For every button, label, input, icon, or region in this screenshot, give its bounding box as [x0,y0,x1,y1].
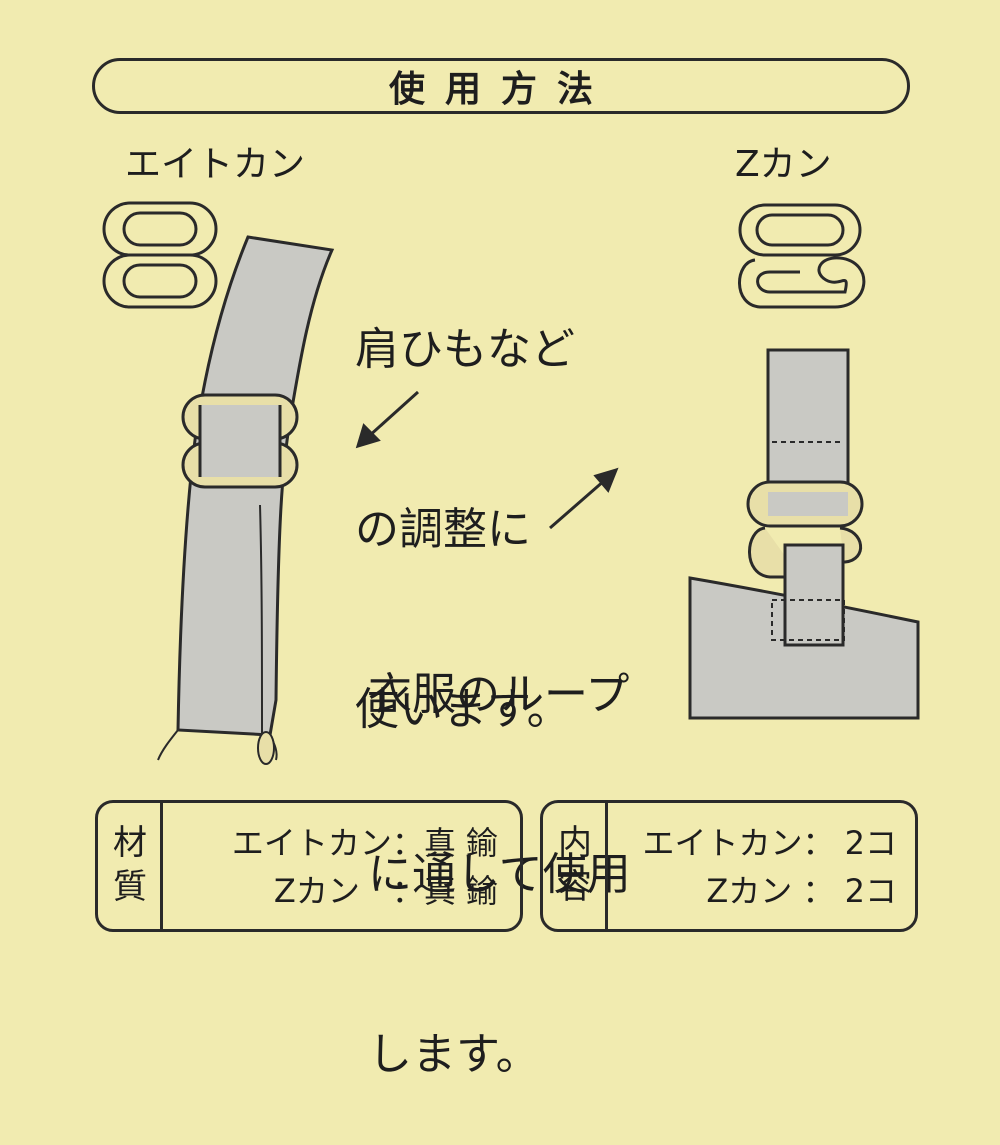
arrow-to-left-strap [355,390,420,449]
note-loop-line: します。 [368,1029,540,1080]
eight-ring-on-strap [181,393,299,489]
note-adjust-line: 使います。 [355,684,571,735]
note-adjust-line: 肩ひもなど [355,324,575,375]
z-ring-icon [738,203,866,309]
contents-box: 内 容 エイトカン： 2コ Zカン ： 2コ [540,800,918,932]
z-ring-label: Zカン [735,144,832,185]
usage-title: 使用方法 [388,69,613,110]
contents-title-char: 容 [558,867,592,907]
material-title: 材 質 [108,821,152,909]
contents-title-char: 内 [558,823,592,863]
material-title-char: 材 [113,823,147,863]
contents-title: 内 容 [553,821,597,909]
material-row: Zカン ：真 鍮 [273,872,498,910]
arrow-to-right-loop [549,467,619,530]
usage-header: 使用方法 [92,58,910,114]
left-strap [157,235,335,765]
loop-strap [771,543,845,647]
material-row: エイトカン：真 鍮 [231,824,498,862]
note-adjust-line: の調整に [355,504,531,555]
eight-ring-label: エイトカン [125,144,306,185]
note-loop-line: 衣服のループ [368,669,630,720]
contents-row: エイトカン： 2コ [642,824,897,862]
material-title-char: 質 [113,867,147,907]
note-adjust: 肩ひもなど の調整に 使います。 [355,200,575,800]
right-strap [766,348,850,502]
eight-ring-icon [102,201,218,309]
note-loop-line: に通して使用 [368,849,631,900]
material-box: 材 質 エイトカン：真 鍮 Zカン ：真 鍮 [95,800,523,932]
contents-row: Zカン ： 2コ [706,872,897,910]
usage-diagram [102,201,920,765]
